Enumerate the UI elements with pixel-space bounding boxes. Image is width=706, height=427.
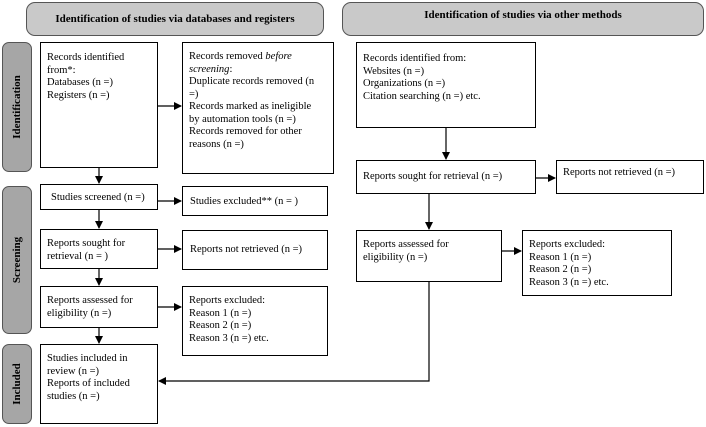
records-removed-box: Records removed before screening: Duplic… — [182, 42, 334, 174]
reports-sought-other-label: Reports sought for retrieval (n =) — [363, 171, 503, 182]
organizations-count: Organizations (n =) — [363, 78, 446, 89]
header-other-methods-label: Identification of studies via other meth… — [424, 9, 622, 21]
records-identified-line: Records identified — [47, 52, 125, 63]
reports-assessed-other-box: Reports assessed for eligibility (n =) — [356, 230, 502, 282]
automation-tools-line: by automation tools (n =) — [189, 113, 296, 125]
arrow-other-assessed-to-included — [158, 282, 430, 385]
studies-screened-label: Studies screened (n =) — [51, 192, 145, 203]
reports-assessed-box: Reports assessed for eligibility (n =) — [40, 286, 158, 328]
studies-excluded-box: Studies excluded** (n = ) — [182, 186, 328, 216]
studies-screened-box: Studies screened (n =) — [40, 184, 158, 210]
header-databases: Identification of studies via databases … — [26, 2, 324, 36]
reason-2: Reason 2 (n =) — [189, 320, 252, 331]
citation-searching-count: Citation searching (n =) etc. — [363, 90, 481, 102]
reports-excluded-other-box: Reports excluded: Reason 1 (n =) Reason … — [522, 230, 672, 296]
duplicate-records-line: Duplicate records removed (n — [189, 76, 315, 87]
reports-excluded-box: Reports excluded: Reason 1 (n =) Reason … — [182, 286, 328, 356]
reason-1-other: Reason 1 (n =) — [529, 251, 592, 263]
reports-excluded-other-title: Reports excluded: — [529, 239, 606, 250]
reports-assessed-other-count: eligibility (n =) — [363, 251, 428, 263]
reason-1: Reason 1 (n =) — [189, 307, 252, 319]
reports-not-retrieved-other-box: Reports not retrieved (n =) — [556, 160, 704, 194]
other-reasons-line: Records removed for other — [189, 126, 302, 137]
duplicate-records-count: =) — [189, 88, 199, 100]
phase-included: Included — [2, 344, 32, 424]
reports-assessed-count: eligibility (n =) — [47, 307, 112, 319]
registers-count: Registers (n =) — [47, 89, 110, 101]
reports-assessed-other-line: Reports assessed for — [363, 239, 449, 250]
ineligible-records-line: Records marked as ineligible — [189, 101, 312, 112]
databases-count: Databases (n =) — [47, 77, 113, 88]
websites-count: Websites (n =) — [363, 65, 425, 77]
reports-assessed-line: Reports assessed for — [47, 295, 133, 306]
reports-sought-other-box: Reports sought for retrieval (n =) — [356, 160, 536, 194]
phase-identification: Identification — [2, 42, 32, 172]
reports-not-retrieved-other-label: Reports not retrieved (n =) — [563, 167, 676, 178]
studies-included-box: Studies included in review (n =) Reports… — [40, 344, 158, 424]
reports-included-count: studies (n =) — [47, 390, 100, 402]
reports-sought-line: Reports sought for — [47, 238, 126, 249]
records-identified-line: from*: — [47, 64, 76, 76]
reason-3-other: Reason 3 (n =) etc. — [529, 276, 609, 288]
reports-sought-box: Reports sought for retrieval (n = ) — [40, 229, 158, 269]
studies-included-count: review (n =) — [47, 365, 99, 377]
records-removed-title-2: screening: — [189, 63, 233, 75]
studies-excluded-label: Studies excluded** (n = ) — [190, 196, 298, 207]
phase-screening: Screening — [2, 186, 32, 334]
records-identified-other-box: Records identified from: Websites (n =) … — [356, 42, 536, 128]
reports-included-line: Reports of included — [47, 378, 130, 389]
reason-2-other: Reason 2 (n =) — [529, 264, 592, 275]
reports-not-retrieved-box: Reports not retrieved (n =) — [182, 230, 328, 270]
header-other-methods: Identification of studies via other meth… — [342, 2, 704, 36]
reason-3: Reason 3 (n =) etc. — [189, 332, 269, 344]
header-databases-label: Identification of studies via databases … — [55, 13, 295, 25]
records-removed-title: Records removed before — [189, 51, 292, 62]
records-identified-other-title: Records identified from: — [363, 53, 467, 64]
reports-not-retrieved-label: Reports not retrieved (n =) — [190, 244, 303, 255]
records-identified-databases-box: Records identified from*: Databases (n =… — [40, 42, 158, 168]
reports-sought-count: retrieval (n = ) — [47, 250, 109, 262]
studies-included-line: Studies included in — [47, 353, 128, 364]
reports-excluded-title: Reports excluded: — [189, 295, 266, 306]
other-reasons-count: reasons (n =) — [189, 138, 244, 150]
